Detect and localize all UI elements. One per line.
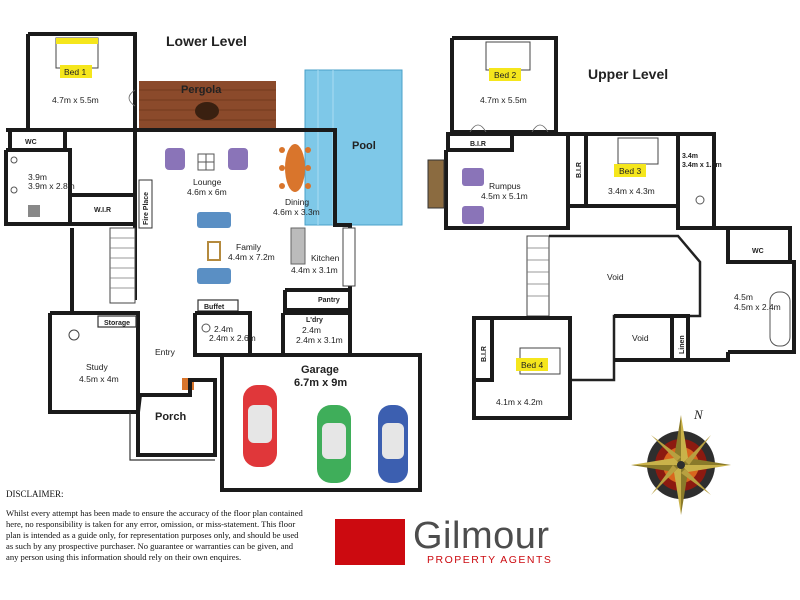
ens3-size: 3.4m x 1.5m [682, 162, 722, 169]
entry-label: Entry [155, 347, 176, 357]
car-blue [378, 405, 408, 483]
bath-upper-size: 4.5m x 2.4m [734, 302, 781, 312]
dining-name: Dining [285, 197, 309, 207]
rumpus-sofa-top [462, 168, 484, 186]
wir-label: W.I.R [94, 207, 111, 214]
family-sofa-top [197, 212, 231, 228]
family-size: 4.4m x 7.2m [228, 252, 275, 262]
wc-lower-walls [8, 128, 67, 152]
lounge-sofa-right [228, 148, 248, 170]
bath2-size: 2.4m x 2.6m [209, 333, 256, 343]
bath2-dim: 2.4m [214, 324, 233, 334]
dining-table [285, 144, 305, 192]
bed1-size: 4.7m x 5.5m [52, 95, 99, 105]
bed3-name: Bed 3 [619, 166, 641, 176]
bed1-name: Bed 1 [64, 67, 86, 77]
void-small-label: Void [632, 333, 649, 343]
family-name: Family [236, 242, 262, 252]
kitchen-name: Kitchen [311, 253, 340, 263]
bed1-tag [60, 65, 92, 78]
brand-name: Gilmour [413, 515, 550, 557]
bed4-tag [516, 358, 548, 371]
bed2-tag [489, 68, 521, 81]
garage-name: Garage [301, 364, 339, 376]
ldry-dim: 2.4m [302, 325, 321, 335]
family-sofa-bottom [197, 268, 231, 284]
pool-label: Pool [352, 140, 376, 152]
bed4-name: Bed 4 [521, 360, 543, 370]
kitchen-size: 4.4m x 3.1m [291, 265, 338, 275]
wc-upper-label: WC [752, 248, 764, 255]
study-name: Study [86, 362, 108, 372]
disclaimer-body: Whilst every attempt has been made to en… [6, 508, 303, 562]
dining-size: 4.6m x 3.3m [273, 207, 320, 217]
bed2-name: Bed 2 [494, 70, 516, 80]
lower-level-title: Lower Level [166, 33, 247, 49]
upper-level: Bed 2 4.7m x 5.5m B.I.R Rumpus 4.5m x 5.… [427, 36, 796, 420]
study-size: 4.5m x 4m [79, 374, 119, 384]
pergola-label: Pergola [181, 84, 222, 96]
lounge-sofa-left [165, 148, 185, 170]
buffet-label: Buffet [204, 304, 225, 311]
lounge-name: Lounge [193, 177, 222, 187]
storage-label: Storage [104, 320, 130, 327]
pantry-label: Pantry [318, 297, 340, 304]
brand-tagline: PROPERTY AGENTS [427, 554, 553, 566]
disclaimer: DISCLAIMER: Whilst every attempt has bee… [6, 489, 306, 563]
lower-level: Pergola Pool Bed 1 4.7m x 5.5m WC 3.9m 3… [4, 32, 422, 492]
bed4-size: 4.1m x 4.2m [496, 397, 543, 407]
bath-upper-dim: 4.5m [734, 292, 753, 302]
ens3-dim: 3.4m [682, 153, 698, 160]
bir-side-label: B.I.R [576, 162, 583, 178]
void-big-label: Void [607, 272, 624, 282]
bed2-size: 4.7m x 5.5m [480, 95, 527, 105]
bath-lower-dim1: 3.9m [28, 172, 47, 182]
porch-label: Porch [155, 411, 186, 423]
ldry-name: L'dry [306, 317, 323, 324]
rumpus-name: Rumpus [489, 181, 521, 191]
linen-label: Linen [679, 335, 686, 354]
rumpus-size: 4.5m x 5.1m [481, 191, 528, 201]
outdoor-table [195, 102, 219, 120]
fireplace-label: Fire Place [143, 192, 150, 225]
bath-lower-size: 3.9m x 2.8m [28, 181, 75, 191]
pool-water [304, 69, 403, 226]
wc-lower-label: WC [25, 139, 37, 146]
garage-walls [220, 353, 422, 492]
upper-level-title: Upper Level [588, 66, 668, 82]
compass-north-label: N [693, 407, 704, 422]
compass-rose [631, 415, 731, 515]
garage-size: 6.7m x 9m [294, 377, 347, 389]
lounge-size: 4.6m x 6m [187, 187, 227, 197]
disclaimer-heading: DISCLAIMER: [6, 489, 64, 499]
bed3-tag [614, 164, 646, 177]
bed3-size: 3.4m x 4.3m [608, 186, 655, 196]
bir-bed4-label: B.I.R [481, 346, 488, 362]
rumpus-sofa-bottom [462, 206, 484, 224]
brand-logo-square [335, 519, 405, 565]
car-red [243, 385, 277, 467]
bir-top-label: B.I.R [470, 141, 486, 148]
brand-logo: Gilmour PROPERTY AGENTS [335, 516, 575, 568]
ldry-size: 2.4m x 3.1m [296, 335, 343, 345]
kitchen-island [290, 227, 306, 265]
car-green [317, 405, 351, 483]
